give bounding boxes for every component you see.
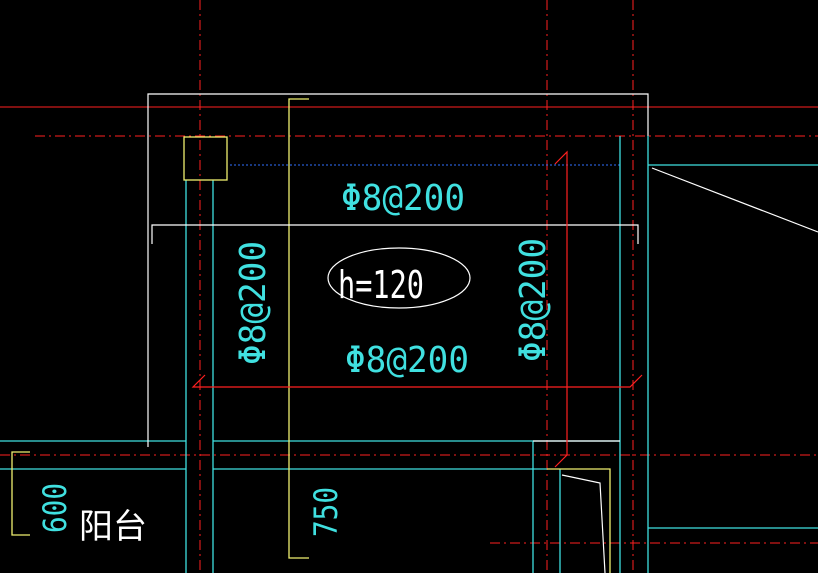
column-box <box>183 136 228 181</box>
door-swing <box>561 474 606 573</box>
slab-edge-left <box>288 98 309 559</box>
opening-outline <box>547 468 611 573</box>
room-label-balcony: 阳台 <box>79 507 147 547</box>
rebar-right-line <box>554 150 568 468</box>
column-outlines <box>11 98 611 573</box>
rebar-label-left: Φ8@200 <box>233 241 274 365</box>
diagonal-line <box>651 167 818 233</box>
rebar-lines <box>191 150 643 468</box>
dim-bracket-600 <box>11 451 30 536</box>
rebar-label-right: Φ8@200 <box>513 238 554 362</box>
rebar-top-line <box>151 224 639 244</box>
rebar-bottom-line <box>191 374 643 388</box>
slab-thickness-ellipse <box>327 247 471 309</box>
rebar-label-top: Φ8@200 <box>341 178 465 219</box>
slab-boundary <box>147 93 649 447</box>
dimension-label-600: 600 <box>36 483 74 533</box>
rebar-label-bottom: Φ8@200 <box>345 340 469 381</box>
dimension-label-750: 750 <box>307 487 345 537</box>
slab-thickness-label: h=120 <box>338 263 424 307</box>
slab-outlines <box>147 93 818 573</box>
